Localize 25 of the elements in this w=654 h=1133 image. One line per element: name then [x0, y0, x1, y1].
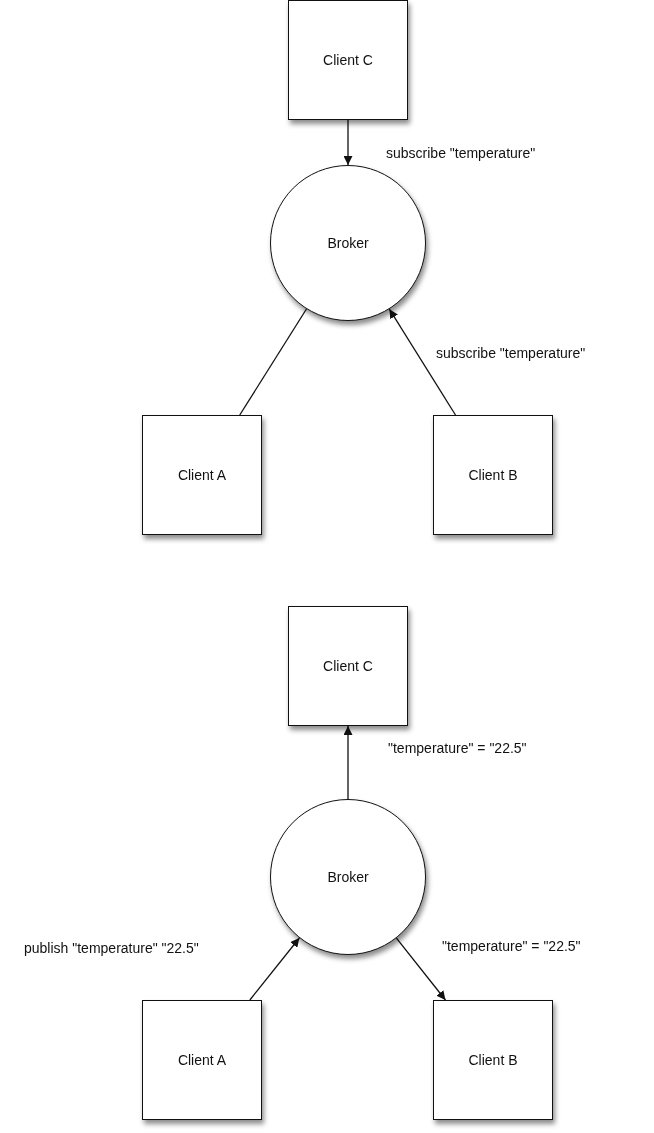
connector	[395, 937, 447, 1001]
edge-label: subscribe "temperature"	[384, 145, 538, 161]
client-box	[433, 1000, 553, 1120]
client-box	[288, 0, 408, 120]
node-label: Broker	[327, 235, 369, 251]
client-box	[142, 415, 262, 535]
edge-label: publish "temperature" "22.5"	[22, 940, 201, 956]
edge-label: "temperature" = "22.5"	[440, 938, 583, 954]
connector	[343, 725, 353, 800]
edge-label: subscribe "temperature"	[434, 345, 588, 361]
client-box	[433, 415, 553, 535]
node-label: Client C	[323, 52, 373, 68]
connector	[388, 308, 457, 416]
connector	[239, 308, 308, 416]
client-box	[142, 1000, 262, 1120]
node-label: Client A	[177, 467, 227, 483]
client-box	[288, 606, 408, 726]
node-label: Client A	[177, 1052, 227, 1068]
connector	[343, 119, 353, 166]
node-label: Broker	[327, 869, 369, 885]
node-label: Client B	[468, 467, 518, 483]
node-label: Client B	[468, 1052, 518, 1068]
edge-label: "temperature" = "22.5"	[386, 740, 529, 756]
node-label: Client C	[323, 658, 373, 674]
connector	[249, 937, 300, 1001]
